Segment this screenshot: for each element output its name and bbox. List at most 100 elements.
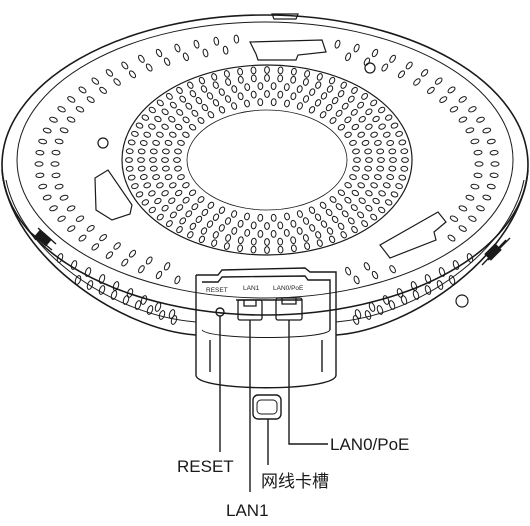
- vent-hole: [78, 86, 87, 94]
- device-body: [1, 14, 529, 336]
- vent-hole: [170, 315, 178, 325]
- vent-hole: [121, 258, 129, 267]
- vent-hole: [290, 92, 297, 101]
- vent-hole: [179, 217, 187, 225]
- vent-hole: [264, 222, 270, 230]
- vent-hole: [335, 203, 343, 211]
- vent-hole: [207, 201, 215, 209]
- vent-hole: [398, 139, 407, 146]
- port-panel: [195, 267, 337, 389]
- vent-hole: [420, 69, 429, 77]
- vent-hole: [250, 66, 257, 75]
- vent-hole: [302, 234, 309, 242]
- vent-hole: [163, 57, 171, 66]
- vent-hole: [34, 161, 44, 167]
- vent-hole: [365, 123, 373, 130]
- vent-hole: [148, 206, 156, 214]
- vent-hole: [341, 210, 349, 218]
- cable-slot[interactable]: [252, 394, 282, 420]
- vent-hole: [162, 148, 170, 155]
- vent-hole: [182, 182, 190, 189]
- vent-hole: [302, 217, 310, 225]
- vent-hole: [250, 74, 257, 83]
- vent-hole: [179, 95, 187, 103]
- vent-hole: [349, 139, 357, 146]
- vent-hole: [458, 225, 467, 232]
- vent-hole: [447, 234, 456, 242]
- vent-hole: [201, 208, 209, 216]
- vent-hole: [390, 191, 399, 198]
- vent-hole: [135, 122, 144, 129]
- vent-hole: [386, 174, 395, 180]
- vent-hole: [75, 106, 85, 113]
- vent-hole: [326, 227, 334, 235]
- vent-hole: [176, 226, 183, 234]
- vent-hole: [91, 77, 100, 85]
- vent-hole: [277, 66, 284, 75]
- vent-hole: [384, 114, 393, 121]
- vent-hole: [185, 210, 193, 218]
- vent-hole: [161, 190, 169, 197]
- vent-hole: [231, 102, 238, 110]
- vent-hole: [296, 85, 303, 93]
- vent-hole: [164, 139, 173, 146]
- vent-hole: [290, 219, 297, 228]
- vent-hole: [396, 288, 404, 298]
- vent-hole: [474, 161, 484, 167]
- vent-hole: [35, 149, 45, 156]
- vent-hole: [376, 305, 384, 315]
- vent-hole: [84, 267, 92, 277]
- vent-hole: [51, 172, 61, 179]
- vent-hole: [344, 131, 352, 138]
- vent-hole: [386, 140, 395, 146]
- vent-hole: [337, 189, 346, 196]
- vent-hole: [400, 165, 409, 172]
- vent-hole: [473, 149, 483, 156]
- vent-hole: [169, 101, 177, 109]
- vent-hole: [168, 309, 176, 319]
- vent-hole: [364, 148, 372, 155]
- vent-hole: [316, 73, 323, 81]
- vent-hole: [468, 106, 477, 113]
- vent-hole: [99, 86, 107, 94]
- vent-hole: [250, 237, 257, 246]
- vent-hole: [447, 86, 456, 94]
- vent-hole: [277, 237, 284, 246]
- vent-hole: [405, 61, 413, 70]
- vent-hole: [152, 139, 160, 146]
- vent-hole: [257, 230, 264, 238]
- vent-hole: [389, 265, 396, 274]
- vent-hole: [128, 249, 137, 258]
- vent-hole: [127, 139, 136, 146]
- vent-hole: [410, 281, 418, 291]
- vent-hole: [211, 73, 218, 81]
- vent-hole: [146, 305, 154, 315]
- vent-hole: [334, 39, 341, 49]
- vent-hole: [412, 290, 420, 300]
- vent-hole: [188, 189, 197, 196]
- vent-hole: [378, 106, 386, 114]
- vent-hole: [59, 194, 69, 201]
- vent-hole: [42, 194, 52, 201]
- vent-hole: [168, 197, 176, 204]
- lan0-poe-port[interactable]: [275, 297, 303, 321]
- lan1-port[interactable]: [237, 299, 263, 321]
- vent-hole: [314, 99, 322, 107]
- vent-hole: [67, 225, 76, 232]
- vent-hole: [476, 205, 485, 212]
- vent-hole: [38, 183, 48, 190]
- vent-hole: [382, 295, 390, 305]
- vent-hole: [121, 61, 129, 70]
- vent-hole: [378, 123, 386, 130]
- vent-hole: [325, 208, 333, 216]
- vent-hole: [125, 157, 133, 163]
- vent-hole: [363, 57, 371, 66]
- vent-hole: [296, 210, 303, 218]
- vent-hole: [436, 280, 444, 290]
- vent-hole: [365, 190, 373, 197]
- vent-hole: [353, 275, 360, 285]
- vent-hole: [250, 245, 257, 254]
- vent-hole: [169, 182, 177, 189]
- vent-hole: [277, 221, 284, 230]
- vent-hole: [388, 300, 396, 310]
